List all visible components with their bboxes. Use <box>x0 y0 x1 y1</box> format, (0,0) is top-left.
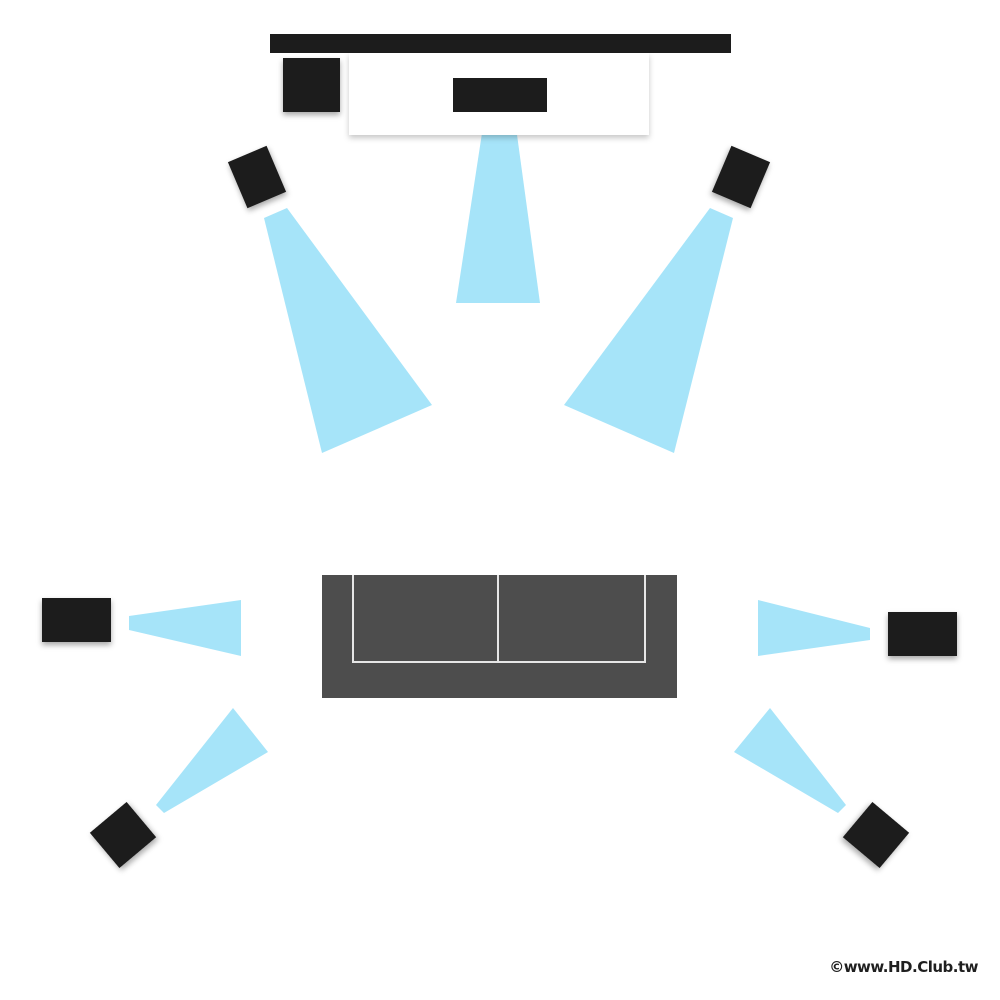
surround-back-right-sound-beam <box>734 708 846 813</box>
front-right-sound-beam <box>564 208 733 453</box>
surround-left-sound-beam <box>129 600 241 656</box>
speakers <box>42 58 957 869</box>
front-left-speaker-icon <box>227 145 287 209</box>
watermark: ©www.HD.Club.tw <box>829 958 978 976</box>
sofa <box>322 575 677 698</box>
sound-beams <box>129 120 870 813</box>
front-right-speaker-icon <box>711 145 771 209</box>
surround-back-left-speaker-icon <box>89 801 157 869</box>
projection-screen-bar <box>270 34 731 53</box>
surround-back-left-sound-beam <box>156 708 268 813</box>
surround-right-speaker-icon <box>888 612 957 656</box>
surround-left-speaker-icon <box>42 598 111 642</box>
front-left-sound-beam <box>264 208 432 453</box>
surround-back-right-speaker-icon <box>842 801 910 869</box>
center-speaker-icon <box>453 78 547 112</box>
subwoofer-icon <box>283 58 340 112</box>
sofa-body <box>322 575 677 698</box>
center-sound-beam <box>456 120 540 303</box>
surround-right-sound-beam <box>758 600 870 656</box>
